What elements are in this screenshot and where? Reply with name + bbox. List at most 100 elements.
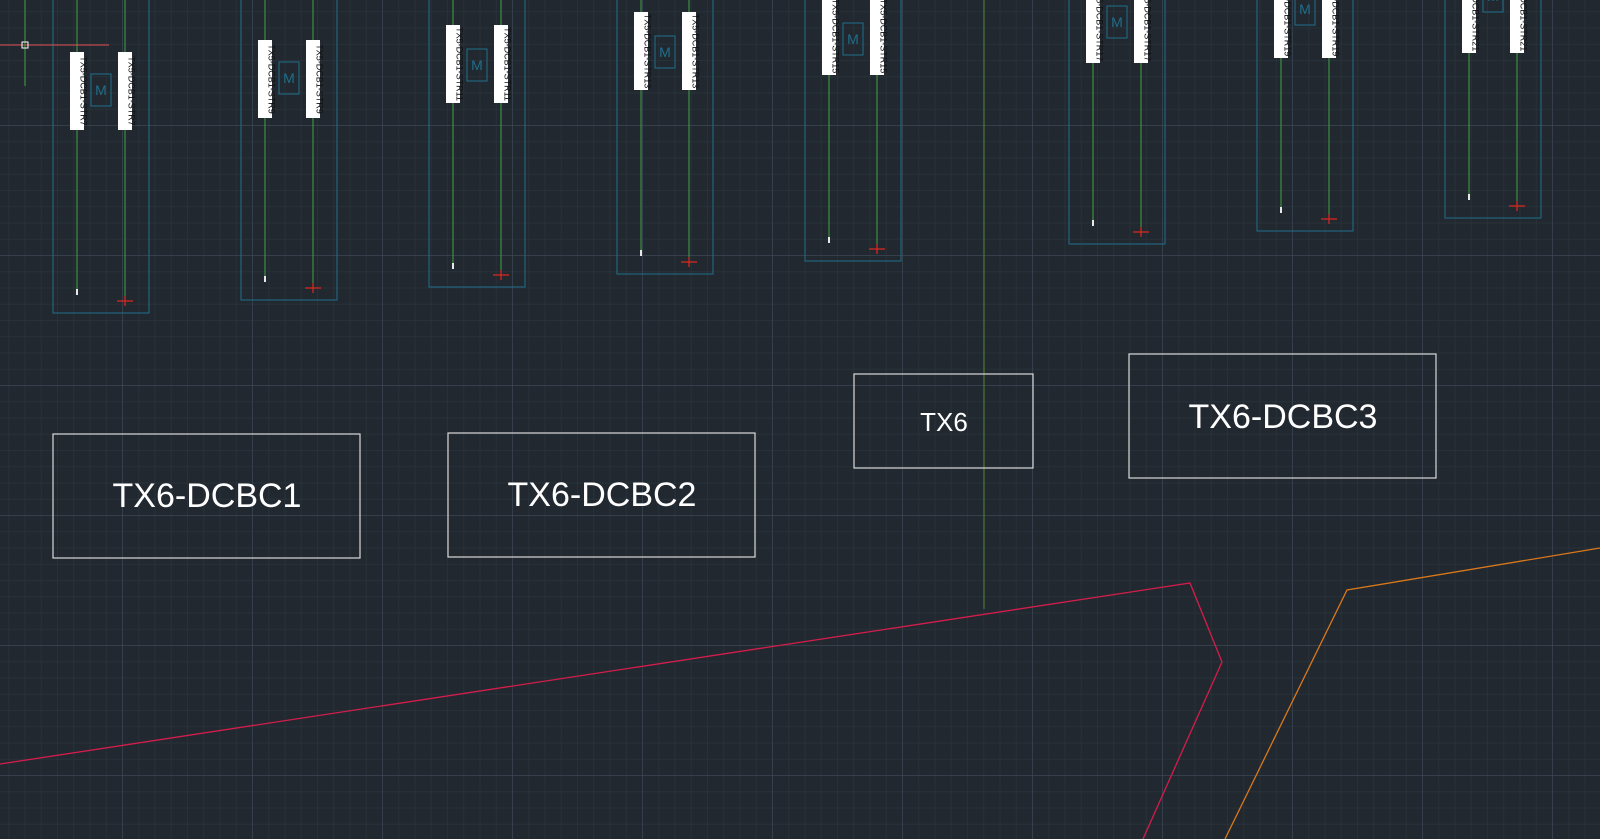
string-tag-right-bg <box>870 0 884 75</box>
combiner-frame[interactable] <box>616 0 714 275</box>
meter-icon-letter: M <box>95 82 107 98</box>
boundary-orange-polyline[interactable] <box>1224 547 1600 839</box>
string-tag-left-bg <box>634 12 648 90</box>
string-tag-right-bg <box>494 25 508 103</box>
string-tag-left[interactable]: TX5-DCB1-STR17 <box>1086 0 1105 63</box>
meter-icon <box>654 35 676 69</box>
combiner-2[interactable]: M TX5-DCB1-STR9 TX5-DCB1-STR9 <box>240 0 338 301</box>
string-tag-left[interactable]: TX5-DCB1-STR19 <box>1274 0 1293 58</box>
string-tag-left-text: TX5-DCB1-STR21 <box>1471 0 1481 51</box>
string-tag-right[interactable]: TX5-DCB1-STR11 <box>494 25 513 103</box>
combiner-frame[interactable] <box>1068 0 1166 245</box>
string-tag-right-text: TX5-DCB1-STR7 <box>127 56 137 126</box>
meter-icon <box>1482 0 1504 13</box>
combiner-7[interactable]: M TX5-DCB1-STR19 TX5-DCB1-STR19 <box>1256 0 1354 232</box>
terminal-tick <box>828 237 830 243</box>
meter-icon-letter: M <box>1111 14 1123 30</box>
combiner-6[interactable]: M TX5-DCB1-STR17 TX5-DCB1-STR17 <box>1068 0 1166 245</box>
terminal-tick <box>1280 207 1282 213</box>
string-tag-left[interactable]: TX5-DCB1-STR7 <box>70 52 89 130</box>
combiner-group: M TX5-DCB1-STR7 TX5-DCB1-STR7 M TX5-DCB1-STR… <box>52 0 1542 314</box>
string-tag-right[interactable]: TX5-DCB1-STR19 <box>1322 0 1341 58</box>
label-tx6-text: TX6 <box>920 407 968 437</box>
string-tag-right[interactable]: TX5-DCB1-STR7 <box>118 52 137 130</box>
label-box-dcbc3[interactable]: TX6-DCBC3 <box>1128 353 1437 479</box>
string-tag-left-bg <box>258 40 272 118</box>
terminal-tick <box>76 289 78 295</box>
string-tag-left-text: TX5-DCB1-STR9 <box>267 44 277 114</box>
string-tag-right-text: TX5-DCB1-STR11 <box>503 27 513 101</box>
string-tag-left-text: TX5-DCB1-STR11 <box>455 27 465 101</box>
string-tag-right-bg <box>1134 0 1148 63</box>
terminal-tick <box>1092 220 1094 226</box>
string-tag-right[interactable]: TX5-DCB1-STR21 <box>1510 0 1529 53</box>
string-tag-left-text: TX5-DCB1-STR7 <box>79 56 89 126</box>
string-tag-left-text: TX5-DCB1-STR19 <box>1283 0 1293 56</box>
string-tag-left-text: TX5-DCB1-STR17 <box>1095 0 1105 61</box>
label-box-tx6[interactable]: TX6 <box>853 373 1034 469</box>
boundary-red-polyline[interactable] <box>0 582 1223 839</box>
meter-icon <box>466 48 488 82</box>
string-tag-left-bg <box>1462 0 1476 53</box>
string-tag-left[interactable]: TX5-DCB1-STR9 <box>258 40 277 118</box>
string-tag-left[interactable]: TX5-DCB1-STR11 <box>446 25 465 103</box>
string-tag-right[interactable]: TX5-DCB1-STR13 <box>682 12 701 90</box>
meter-icon-letter: M <box>659 44 671 60</box>
terminal-tick <box>264 276 266 282</box>
string-tag-right-text: TX5-DCB1-STR17 <box>1143 0 1153 61</box>
string-tag-right-bg <box>1322 0 1336 58</box>
meter-icon-letter: M <box>847 31 859 47</box>
meter-icon <box>842 22 864 56</box>
combiner-4[interactable]: M TX5-DCB1-STR13 TX5-DCB1-STR13 <box>616 0 714 275</box>
meter-icon <box>1106 5 1128 39</box>
string-tag-left[interactable]: TX5-DCB1-STR21 <box>1462 0 1481 53</box>
string-tag-right-text: TX5-DCB1-STR21 <box>1519 0 1529 51</box>
label-dcbc1-text: TX6-DCBC1 <box>113 477 302 515</box>
string-tag-right-bg <box>1510 0 1524 53</box>
label-box-dcbc2[interactable]: TX6-DCBC2 <box>447 432 756 558</box>
combiner-5[interactable]: M TX5-DCB1-STR15 TX5-DCB1-STR15 <box>804 0 902 262</box>
combiner-1[interactable]: M TX5-DCB1-STR7 TX5-DCB1-STR7 <box>52 0 150 314</box>
combiner-frame[interactable] <box>804 0 902 262</box>
string-tag-left[interactable]: TX5-DCB1-STR13 <box>634 12 653 90</box>
meter-icon-letter: M <box>1487 0 1499 4</box>
string-tag-right-text: TX5-DCB1-STR19 <box>1331 0 1341 56</box>
terminal-tick <box>1468 194 1470 200</box>
string-tag-left-bg <box>822 0 836 75</box>
string-tag-right-text: TX5-DCB1-STR9 <box>315 44 325 114</box>
string-tag-right-bg <box>118 52 132 130</box>
combiner-frame[interactable] <box>240 0 338 301</box>
combiner-3[interactable]: M TX5-DCB1-STR11 TX5-DCB1-STR11 <box>428 0 526 288</box>
string-tag-left-text: TX5-DCB1-STR15 <box>831 0 841 73</box>
meter-icon <box>90 73 112 107</box>
string-tag-right-bg <box>682 12 696 90</box>
terminal-tick <box>640 250 642 256</box>
combiner-8[interactable]: M TX5-DCB1-STR21 TX5-DCB1-STR21 <box>1444 0 1542 219</box>
string-tag-right[interactable]: TX5-DCB1-STR17 <box>1134 0 1153 63</box>
label-dcbc2-text: TX6-DCBC2 <box>508 476 697 514</box>
string-tag-right[interactable]: TX5-DCB1-STR9 <box>306 40 325 118</box>
string-tag-left[interactable]: TX5-DCB1-STR15 <box>822 0 841 75</box>
combiner-frame[interactable] <box>428 0 526 288</box>
label-dcbc3-text: TX6-DCBC3 <box>1189 398 1378 436</box>
terminal-tick <box>452 263 454 269</box>
crosshair-cursor <box>0 0 109 86</box>
meter-icon-letter: M <box>283 70 295 86</box>
meter-icon-letter: M <box>471 57 483 73</box>
string-tag-left-text: TX5-DCB1-STR13 <box>643 14 653 89</box>
string-tag-left-bg <box>1086 0 1100 63</box>
combiner-frame[interactable] <box>52 0 150 314</box>
meter-icon-letter: M <box>1299 1 1311 17</box>
string-tag-right-text: TX5-DCB1-STR15 <box>879 0 889 73</box>
label-box-dcbc1[interactable]: TX6-DCBC1 <box>52 433 361 559</box>
string-tag-right-text: TX5-DCB1-STR13 <box>691 14 701 89</box>
combiner-frame[interactable] <box>1444 0 1542 219</box>
string-tag-right[interactable]: TX5-DCB1-STR15 <box>870 0 889 75</box>
combiner-frame[interactable] <box>1256 0 1354 232</box>
meter-icon <box>278 61 300 95</box>
string-tag-left-bg <box>1274 0 1288 58</box>
string-tag-left-bg <box>70 52 84 130</box>
meter-icon <box>1294 0 1316 26</box>
